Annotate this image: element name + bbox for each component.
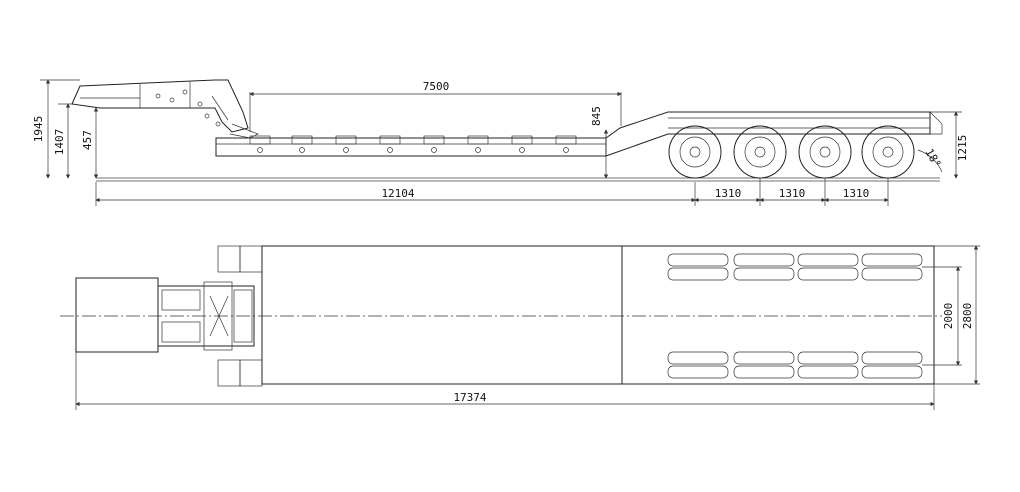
wheel-1 bbox=[668, 125, 722, 179]
gooseneck bbox=[71, 79, 259, 139]
dim-total-length: 17374 bbox=[453, 391, 486, 404]
dim-front-height: 457 bbox=[81, 130, 94, 150]
top-dimensions: 2000 2800 17374 bbox=[75, 245, 980, 410]
dim-axle-spacing-2: 1310 bbox=[779, 187, 806, 200]
wheel-4 bbox=[861, 125, 915, 179]
wheel-set bbox=[668, 125, 915, 179]
top-gooseneck bbox=[75, 277, 159, 353]
ground-line bbox=[96, 177, 940, 182]
dim-rear-height: 1215 bbox=[956, 135, 969, 162]
dim-total-height: 1945 bbox=[32, 116, 45, 143]
main-deck bbox=[215, 135, 607, 157]
dim-wheelbase: 12104 bbox=[381, 187, 414, 200]
top-tires-right-row bbox=[667, 351, 923, 379]
deck-cross-members bbox=[249, 135, 577, 153]
top-tires-left-row bbox=[667, 253, 923, 281]
dim-axle-spacing-1: 1310 bbox=[715, 187, 742, 200]
dim-overall-width: 2800 bbox=[961, 303, 974, 330]
side-dimensions: 7500 1945 1407 457 845 1215 18° bbox=[32, 79, 969, 206]
top-view: 2000 2800 17374 bbox=[60, 245, 980, 410]
dim-track-width: 2000 bbox=[942, 303, 955, 330]
dim-axle-spacing-3: 1310 bbox=[843, 187, 870, 200]
rear-frame bbox=[605, 111, 943, 157]
side-view: 7500 1945 1407 457 845 1215 18° bbox=[32, 79, 969, 206]
dim-departure-angle: 18° bbox=[922, 146, 943, 170]
top-main-deck bbox=[261, 245, 623, 385]
top-rear-platform bbox=[621, 245, 935, 385]
dim-deck-length: 7500 bbox=[423, 80, 450, 93]
dim-gooseneck-height: 1407 bbox=[53, 129, 66, 156]
dim-deck-height: 845 bbox=[590, 106, 603, 126]
